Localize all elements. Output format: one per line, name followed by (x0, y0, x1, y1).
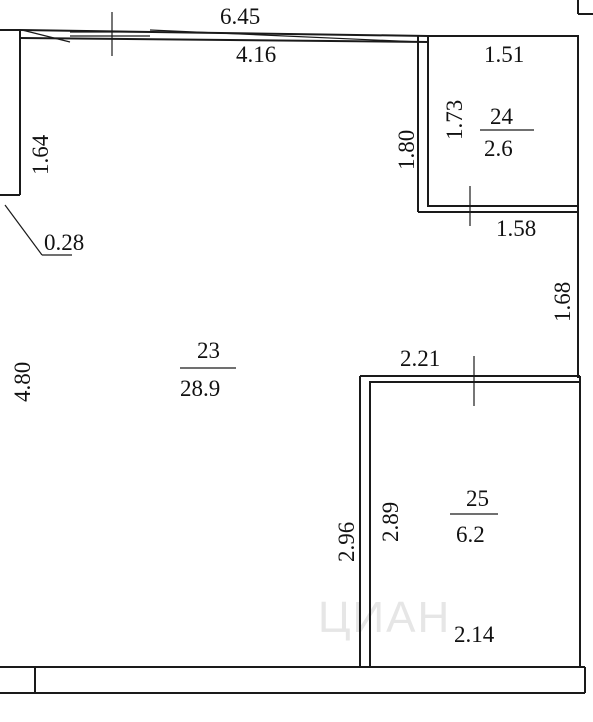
room-area: 6.2 (456, 522, 485, 547)
dim-left-upper: 1.64 (28, 134, 53, 175)
top-wall (0, 29, 429, 43)
dim-corridor-right: 1.68 (550, 282, 575, 322)
dim-room25-inner: 2.89 (378, 502, 403, 542)
room-24-label: 24 2.6 (480, 104, 534, 161)
dim-room25-outer: 2.96 (334, 522, 359, 562)
dim-corner-diag: 0.28 (44, 230, 84, 255)
dim-room25-bottom: 2.14 (454, 622, 495, 647)
dim-bath-bottom: 1.58 (496, 216, 536, 241)
left-diagonal-corner (4, 204, 72, 256)
dim-bath-top: 1.51 (484, 42, 524, 67)
room-25-label: 25 6.2 (450, 486, 498, 547)
room-number: 23 (197, 338, 220, 363)
bathroom-walls (417, 35, 579, 213)
dim-right-upper: 1.80 (394, 130, 419, 170)
room25-door-marker (440, 356, 508, 406)
room-23-label: 23 28.9 (180, 338, 236, 401)
room-area: 2.6 (484, 136, 513, 161)
top-right-corner (577, 0, 593, 15)
dim-bath-left: 1.73 (442, 100, 467, 140)
dim-top-inner: 4.16 (236, 42, 276, 67)
room-area: 28.9 (180, 376, 220, 401)
room-number: 24 (490, 104, 514, 129)
dim-top-total: 6.45 (220, 4, 260, 29)
dim-room25-top: 2.21 (400, 346, 440, 371)
bottom-wall (0, 666, 586, 694)
dim-left-full: 4.80 (10, 362, 35, 402)
bathroom-door-marker (438, 186, 504, 226)
left-wall-upper (0, 30, 21, 196)
watermark: ЦИАН (318, 593, 451, 642)
room-number: 25 (466, 486, 489, 511)
